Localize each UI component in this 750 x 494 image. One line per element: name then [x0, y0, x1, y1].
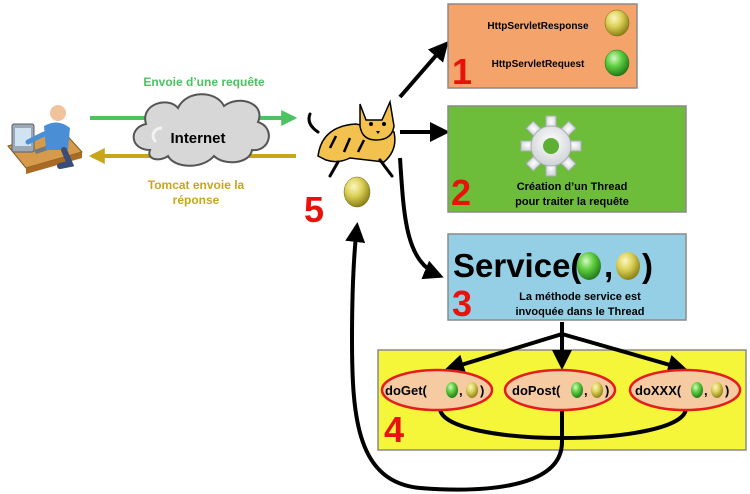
step5-number: 5 [304, 189, 324, 230]
service-prefix: Service( [453, 247, 581, 284]
response-label-line1: Tomcat envoie la [148, 178, 245, 192]
http-servlet-request-label: HttpServletRequest [492, 59, 585, 70]
dopost-method: doPost( , ) [503, 368, 617, 412]
arrow-to-box1 [398, 40, 449, 99]
response-ball-icon [343, 176, 371, 208]
doget-suffix: ) [480, 383, 484, 398]
dopost-comma: , [584, 383, 588, 398]
box2-thread-creation: Création d’un Thread pour traiter la req… [447, 105, 687, 213]
box2-line1: Création d’un Thread [517, 181, 628, 193]
box2-line2: pour traiter la requête [515, 196, 629, 208]
request-ball-icon [604, 49, 630, 77]
request-label: Envoie d’une requête [143, 75, 265, 89]
return-arrow [345, 222, 564, 492]
box2-number: 2 [451, 172, 471, 213]
tomcat-logo-icon [307, 99, 396, 178]
response-ball-icon [604, 9, 630, 37]
doxxx-method: doXXX( , ) [628, 368, 742, 412]
dopost-suffix: ) [605, 383, 609, 398]
box4-number: 4 [384, 409, 404, 450]
box3-service-method: Service( , ) La méthode service est invo… [447, 233, 687, 321]
response-label-line2: réponse [173, 193, 220, 207]
http-servlet-response-label: HttpServletResponse [487, 21, 589, 32]
arrow-to-doxxx [561, 332, 688, 375]
response-ball-icon [466, 382, 478, 398]
gear-icon [520, 115, 582, 177]
arrow-to-box3 [398, 157, 444, 280]
box3-line2: invoquée dans le Thread [516, 306, 645, 318]
box1-request-response-objects: HttpServletResponse HttpServletRequest [447, 3, 638, 89]
request-ball-icon [571, 382, 583, 398]
box3-number: 3 [452, 283, 472, 324]
service-suffix: ) [642, 247, 653, 284]
doget-prefix: doGet( [385, 383, 428, 398]
doget-comma: , [459, 383, 463, 398]
request-ball-icon [446, 382, 458, 398]
user-at-computer-icon [7, 105, 83, 174]
doxxx-comma: , [704, 383, 708, 398]
internet-cloud [132, 93, 270, 167]
doxxx-suffix: ) [725, 383, 729, 398]
service-comma: , [604, 247, 613, 284]
box3-line1: La méthode service est [519, 291, 641, 303]
response-ball-icon [591, 382, 603, 398]
request-ball-icon [577, 252, 601, 280]
response-ball-icon [711, 382, 723, 398]
doget-method: doGet( , ) [380, 368, 494, 412]
doxxx-prefix: doXXX( [635, 383, 682, 398]
box1-number: 1 [452, 51, 472, 92]
dopost-prefix: doPost( [512, 383, 561, 398]
cloud-label: Internet [170, 130, 225, 147]
request-ball-icon [691, 382, 703, 398]
response-ball-icon [616, 252, 640, 280]
